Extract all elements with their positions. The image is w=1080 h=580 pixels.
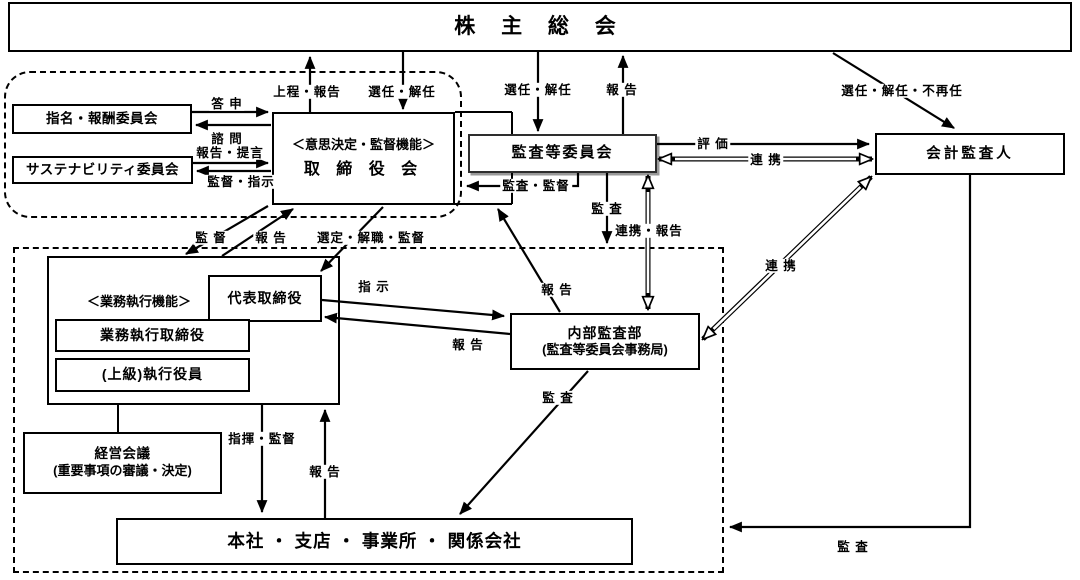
- board-of-directors-label: 取 締 役 会: [303, 160, 424, 178]
- shareholders-meeting-box: 株 主 総 会: [8, 2, 1072, 52]
- internal-audit-dept-sublabel: (監査等委員会事務局): [542, 342, 668, 358]
- representative-director-label: 代表取締役: [227, 289, 303, 306]
- board-function-caption: ＜意思決定・監督機能＞: [291, 137, 435, 153]
- shareholders-meeting-label: 株 主 総 会: [454, 14, 626, 38]
- label-audit-sites: 監 査: [835, 539, 871, 555]
- label-cooperate-report: 連携・報告: [613, 223, 685, 239]
- nomination-committee-box: 指名・報酬委員会: [12, 104, 192, 134]
- executive-directors-box: 業務執行取締役: [55, 319, 250, 352]
- label-supervise-instruct: 監督・指示: [205, 174, 277, 190]
- label-audit-board: 監 査: [589, 201, 625, 217]
- label-cooperate-auditor: 連 携: [748, 152, 784, 168]
- management-meeting-sublabel: (重要事項の審議・決定): [53, 463, 192, 479]
- sites-box: 本社 ・ 支店 ・ 事業所 ・ 関係会社: [116, 518, 633, 565]
- label-audit-internal: 監 査: [540, 390, 576, 406]
- label-reply: 答 申: [209, 96, 245, 112]
- label-report-to-shareholders: 報 告: [604, 82, 640, 98]
- audit-committee-label: 監査等委員会: [511, 144, 614, 162]
- senior-executive-officers-label: (上級)執行役員: [101, 366, 204, 383]
- nomination-committee-label: 指名・報酬委員会: [46, 110, 158, 126]
- label-elect-dismiss-board: 選任・解任: [366, 84, 438, 100]
- label-supervise: 監 督: [193, 230, 229, 246]
- label-elect-dismiss-no-reappoint: 選任・解任・不再任: [839, 83, 965, 99]
- arrow-audit-sites: [728, 175, 972, 533]
- label-report-propose: 報告・提言: [194, 145, 266, 161]
- sustainability-committee-box: サステナビリティ委員会: [12, 156, 193, 184]
- label-audit-supervise: 監査・監督: [500, 178, 572, 194]
- board-of-directors-box: ＜意思決定・監督機能＞ 取 締 役 会: [272, 112, 455, 205]
- label-report-to-board: 報 告: [253, 230, 289, 246]
- audit-committee-box: 監査等委員会: [468, 134, 657, 173]
- internal-audit-dept-box: 内部監査部 (監査等委員会事務局): [510, 313, 700, 370]
- label-report-to-director: 報 告: [450, 337, 486, 353]
- management-meeting-box: 経営会議 (重要事項の審議・決定): [23, 432, 222, 494]
- label-command-supervise: 指揮・監督: [226, 431, 298, 447]
- label-agenda-report: 上程・報告: [271, 84, 343, 100]
- executive-directors-label: 業務執行取締役: [100, 326, 205, 343]
- label-cooperate-internal: 連 携: [763, 258, 799, 274]
- label-elect-dismiss-audit: 選任・解任: [502, 82, 574, 98]
- sustainability-committee-label: サステナビリティ委員会: [26, 161, 179, 177]
- label-instruct: 指 示: [356, 279, 392, 295]
- label-report-internal-to-board: 報 告: [539, 282, 575, 298]
- accounting-auditor-label: 会計監査人: [926, 145, 1014, 162]
- representative-director-box: 代表取締役: [208, 275, 322, 322]
- label-report-sites: 報 告: [307, 464, 343, 480]
- management-meeting-label: 経営会議: [94, 446, 151, 462]
- sites-label: 本社 ・ 支店 ・ 事業所 ・ 関係会社: [227, 530, 522, 551]
- accounting-auditor-box: 会計監査人: [875, 133, 1065, 175]
- execution-function-caption: ＜業務執行機能＞: [87, 294, 192, 309]
- label-evaluate: 評 価: [695, 136, 731, 152]
- internal-audit-dept-label: 内部監査部: [567, 324, 643, 341]
- label-select-dismiss-supervise: 選定・解職・監督: [314, 230, 428, 246]
- senior-executive-officers-box: (上級)執行役員: [55, 358, 250, 392]
- label-consult: 諮 問: [209, 131, 245, 147]
